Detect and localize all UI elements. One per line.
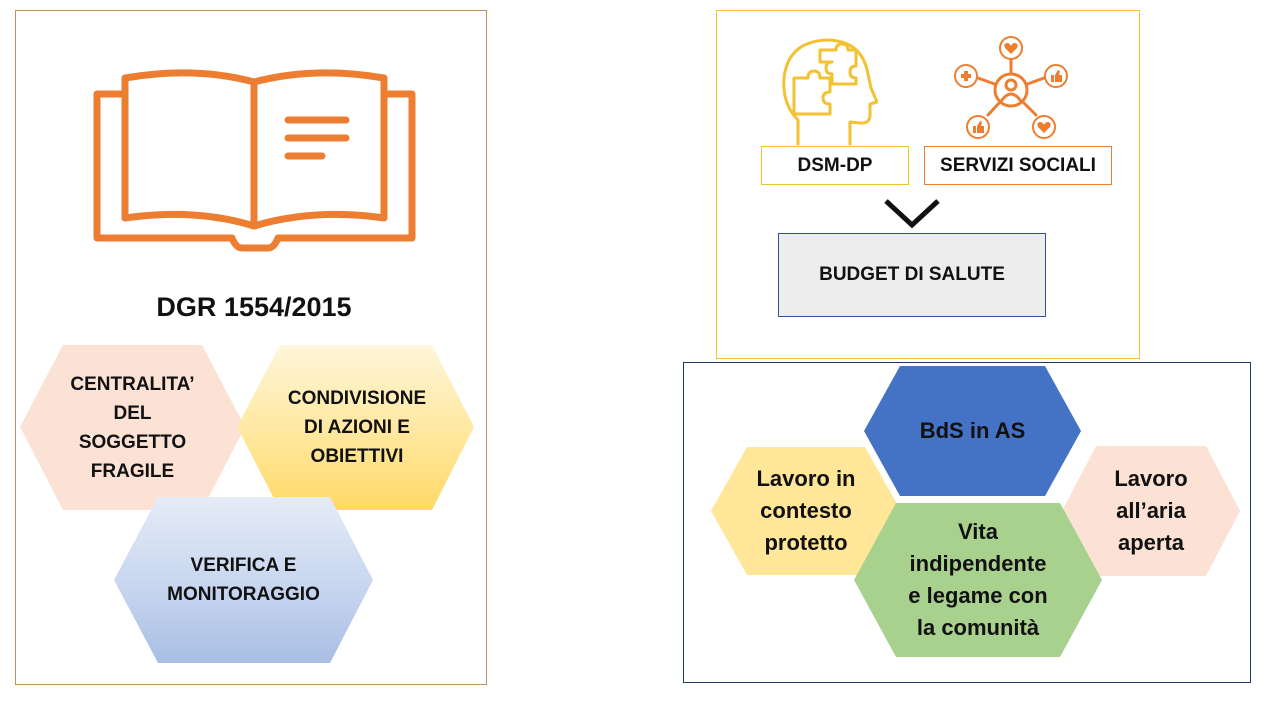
hex-lavoro-aperto-shape — [1062, 446, 1240, 576]
budget-di-salute-box: BUDGET DI SALUTE — [778, 233, 1046, 317]
hex-lavoro-protetto: Lavoro in contesto protetto — [711, 447, 901, 575]
top-right-panel — [716, 10, 1140, 359]
hex-vita-label: Vita indipendente e legame con la comuni… — [908, 519, 1048, 640]
hex-vita: Vita indipendente e legame con la comuni… — [854, 503, 1102, 657]
left-panel — [15, 10, 487, 685]
open-book-icon — [93, 69, 416, 252]
hex-lavoro-protetto-label: Lavoro in contesto protetto — [756, 466, 856, 555]
hex-verifica-label: VERIFICA E MONITORAGGIO — [167, 555, 320, 605]
left-panel-title: DGR 1554/2015 — [156, 292, 352, 322]
hex-vita-shape — [854, 503, 1102, 657]
hex-condivisione-shape — [237, 345, 474, 510]
hex-verifica: VERIFICA E MONITORAGGIO — [114, 497, 373, 663]
hex-bds: BdS in AS — [864, 366, 1081, 496]
hex-bds-shape — [864, 366, 1081, 496]
left-hex-graphics — [20, 345, 474, 663]
social-network-icon — [954, 36, 1068, 139]
hex-centralita-shape — [20, 345, 245, 510]
right-hex-graphics — [711, 366, 1240, 657]
servizi-sociali-box: SERVIZI SOCIALI — [924, 146, 1112, 185]
hex-centralita: CENTRALITA’ DEL SOGGETTO FRAGILE — [20, 345, 245, 510]
hex-lavoro-protetto-shape — [711, 447, 901, 575]
bottom-right-panel — [683, 362, 1251, 683]
hex-condivisione: CONDIVISIONE DI AZIONI E OBIETTIVI — [237, 345, 477, 510]
hex-bds-label: BdS in AS — [919, 418, 1026, 443]
chevron-down-icon — [884, 199, 940, 229]
hex-condivisione-label: CONDIVISIONE DI AZIONI E OBIETTIVI — [287, 388, 427, 467]
head-puzzle-icon — [782, 38, 878, 146]
hex-verifica-shape — [114, 497, 373, 663]
hex-lavoro-aperto: Lavoro all’aria aperta — [1062, 446, 1240, 576]
hex-centralita-label: CENTRALITA’ DEL SOGGETTO FRAGILE — [70, 373, 195, 482]
hex-lavoro-aperto-label: Lavoro all’aria aperta — [1114, 466, 1188, 555]
dsm-dp-box: DSM-DP — [761, 146, 909, 185]
